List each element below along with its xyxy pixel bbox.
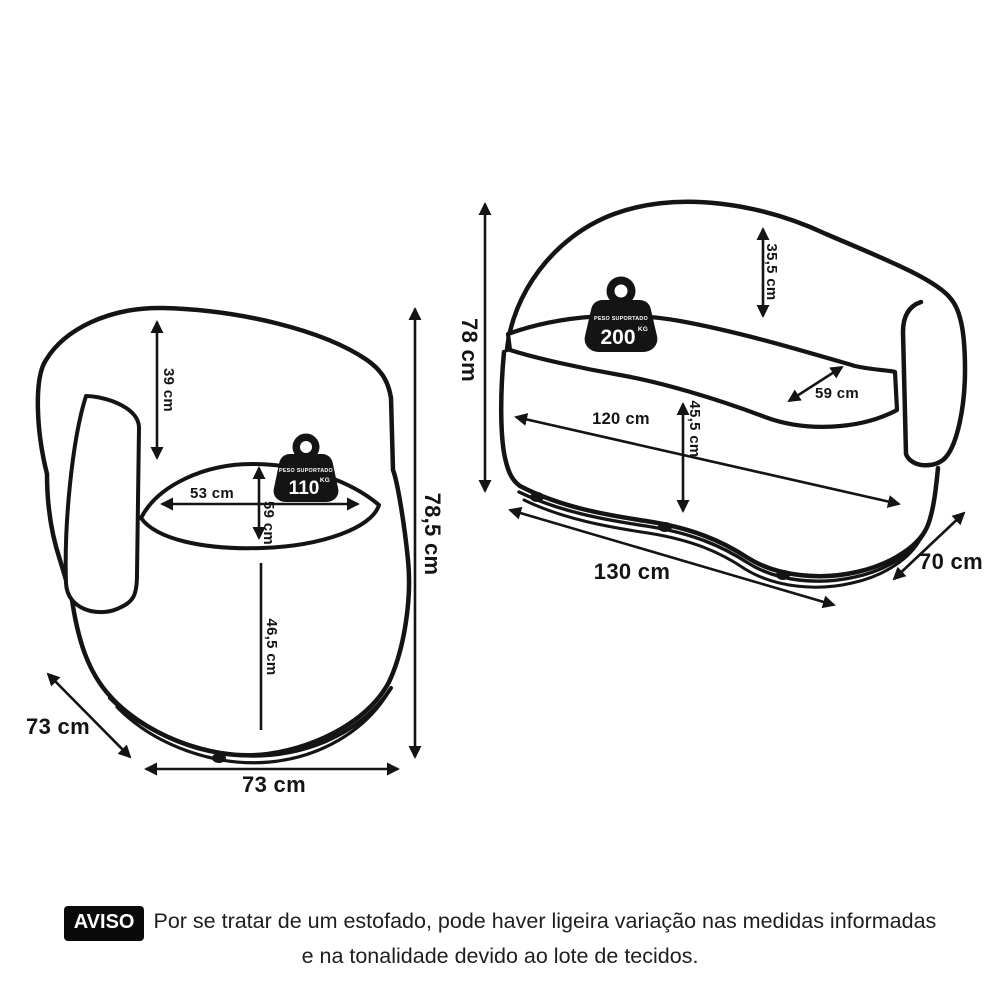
sofa-weight-badge-unit: KG [638,326,648,333]
chair-weight-icon-body [273,454,339,502]
chair-dim-seat-width-label: 53 cm [190,485,234,502]
sofa-back-and-arm-outline [504,199,968,468]
chair-foot [212,753,226,763]
chair-dim-back-height-label: 39 cm [160,368,177,412]
chair-dim-total-depth-label: 73 cm [26,714,90,739]
chair-dim-total-depth-arrow [46,672,132,759]
sofa-dim-total-width-label: 130 cm [594,559,670,584]
aviso-badge: AVISO [63,906,145,941]
sofa-figure: PESO SUPORTADO 200 KG 35,5 cm 78 cm 59 c… [457,199,983,609]
sofa-foot-3 [776,570,790,580]
chair-weight-badge-label: PESO SUPORTADO [279,468,333,474]
sofa-dim-inner-width-label: 120 cm [592,410,650,428]
chair-base-rail-2 [115,694,388,765]
chair-weight-badge-unit: KG [320,477,330,484]
sofa-dim-inner-width-arrow [514,413,901,508]
sofa-dim-total-width-arrow [508,506,836,609]
chair-weight-icon-ring-hole [300,441,312,453]
chair-figure: PESO SUPORTADO 110 KG 39 cm 53 cm 59 cm … [26,305,445,797]
sofa-foot-2 [658,522,672,532]
sofa-foot-1 [530,492,544,502]
chair-arm [63,394,141,615]
notice-footer: AVISO Por se tratar de um estofado, pode … [0,906,1000,972]
chair-dim-seat-floor-height-label: 46,5 cm [263,618,280,675]
sofa-dim-seat-depth-arrow [787,365,844,403]
chair-base-rail-1 [108,686,393,758]
sofa-dim-back-height-label: 35,5 cm [763,243,780,300]
sofa-dim-total-depth-arrow [892,511,966,581]
sofa-dim-total-height-label: 78 cm [457,318,482,382]
sofa-weight-icon: PESO SUPORTADO 200 KG [584,276,658,352]
chair-weight-badge-value: 110 [289,478,320,499]
notice-line-1: AVISO Por se tratar de um estofado, pode … [0,906,1000,941]
chair-dim-total-height-label: 78,5 cm [420,493,445,576]
chair-dim-seat-depth-label: 59 cm [260,501,277,545]
sofa-dim-total-depth-label: 70 cm [919,549,983,574]
notice-text-2: e na tonalidade devido ao lote de tecido… [301,944,699,968]
sofa-weight-icon-ring-hole [614,284,628,298]
sofa-dim-seat-floor-height-label: 45,5 cm [686,400,703,457]
chair-dim-total-width-label: 73 cm [242,772,306,797]
chair-weight-icon: PESO SUPORTADO 110 KG [273,433,339,502]
sofa-weight-badge-label: PESO SUPORTADO [594,316,648,322]
sofa-dim-seat-depth-label: 59 cm [815,385,859,402]
notice-text-1: Por se tratar de um estofado, pode haver… [153,909,937,933]
sofa-weight-badge-value: 200 [600,326,635,349]
sofa-weight-icon-body [584,300,658,352]
